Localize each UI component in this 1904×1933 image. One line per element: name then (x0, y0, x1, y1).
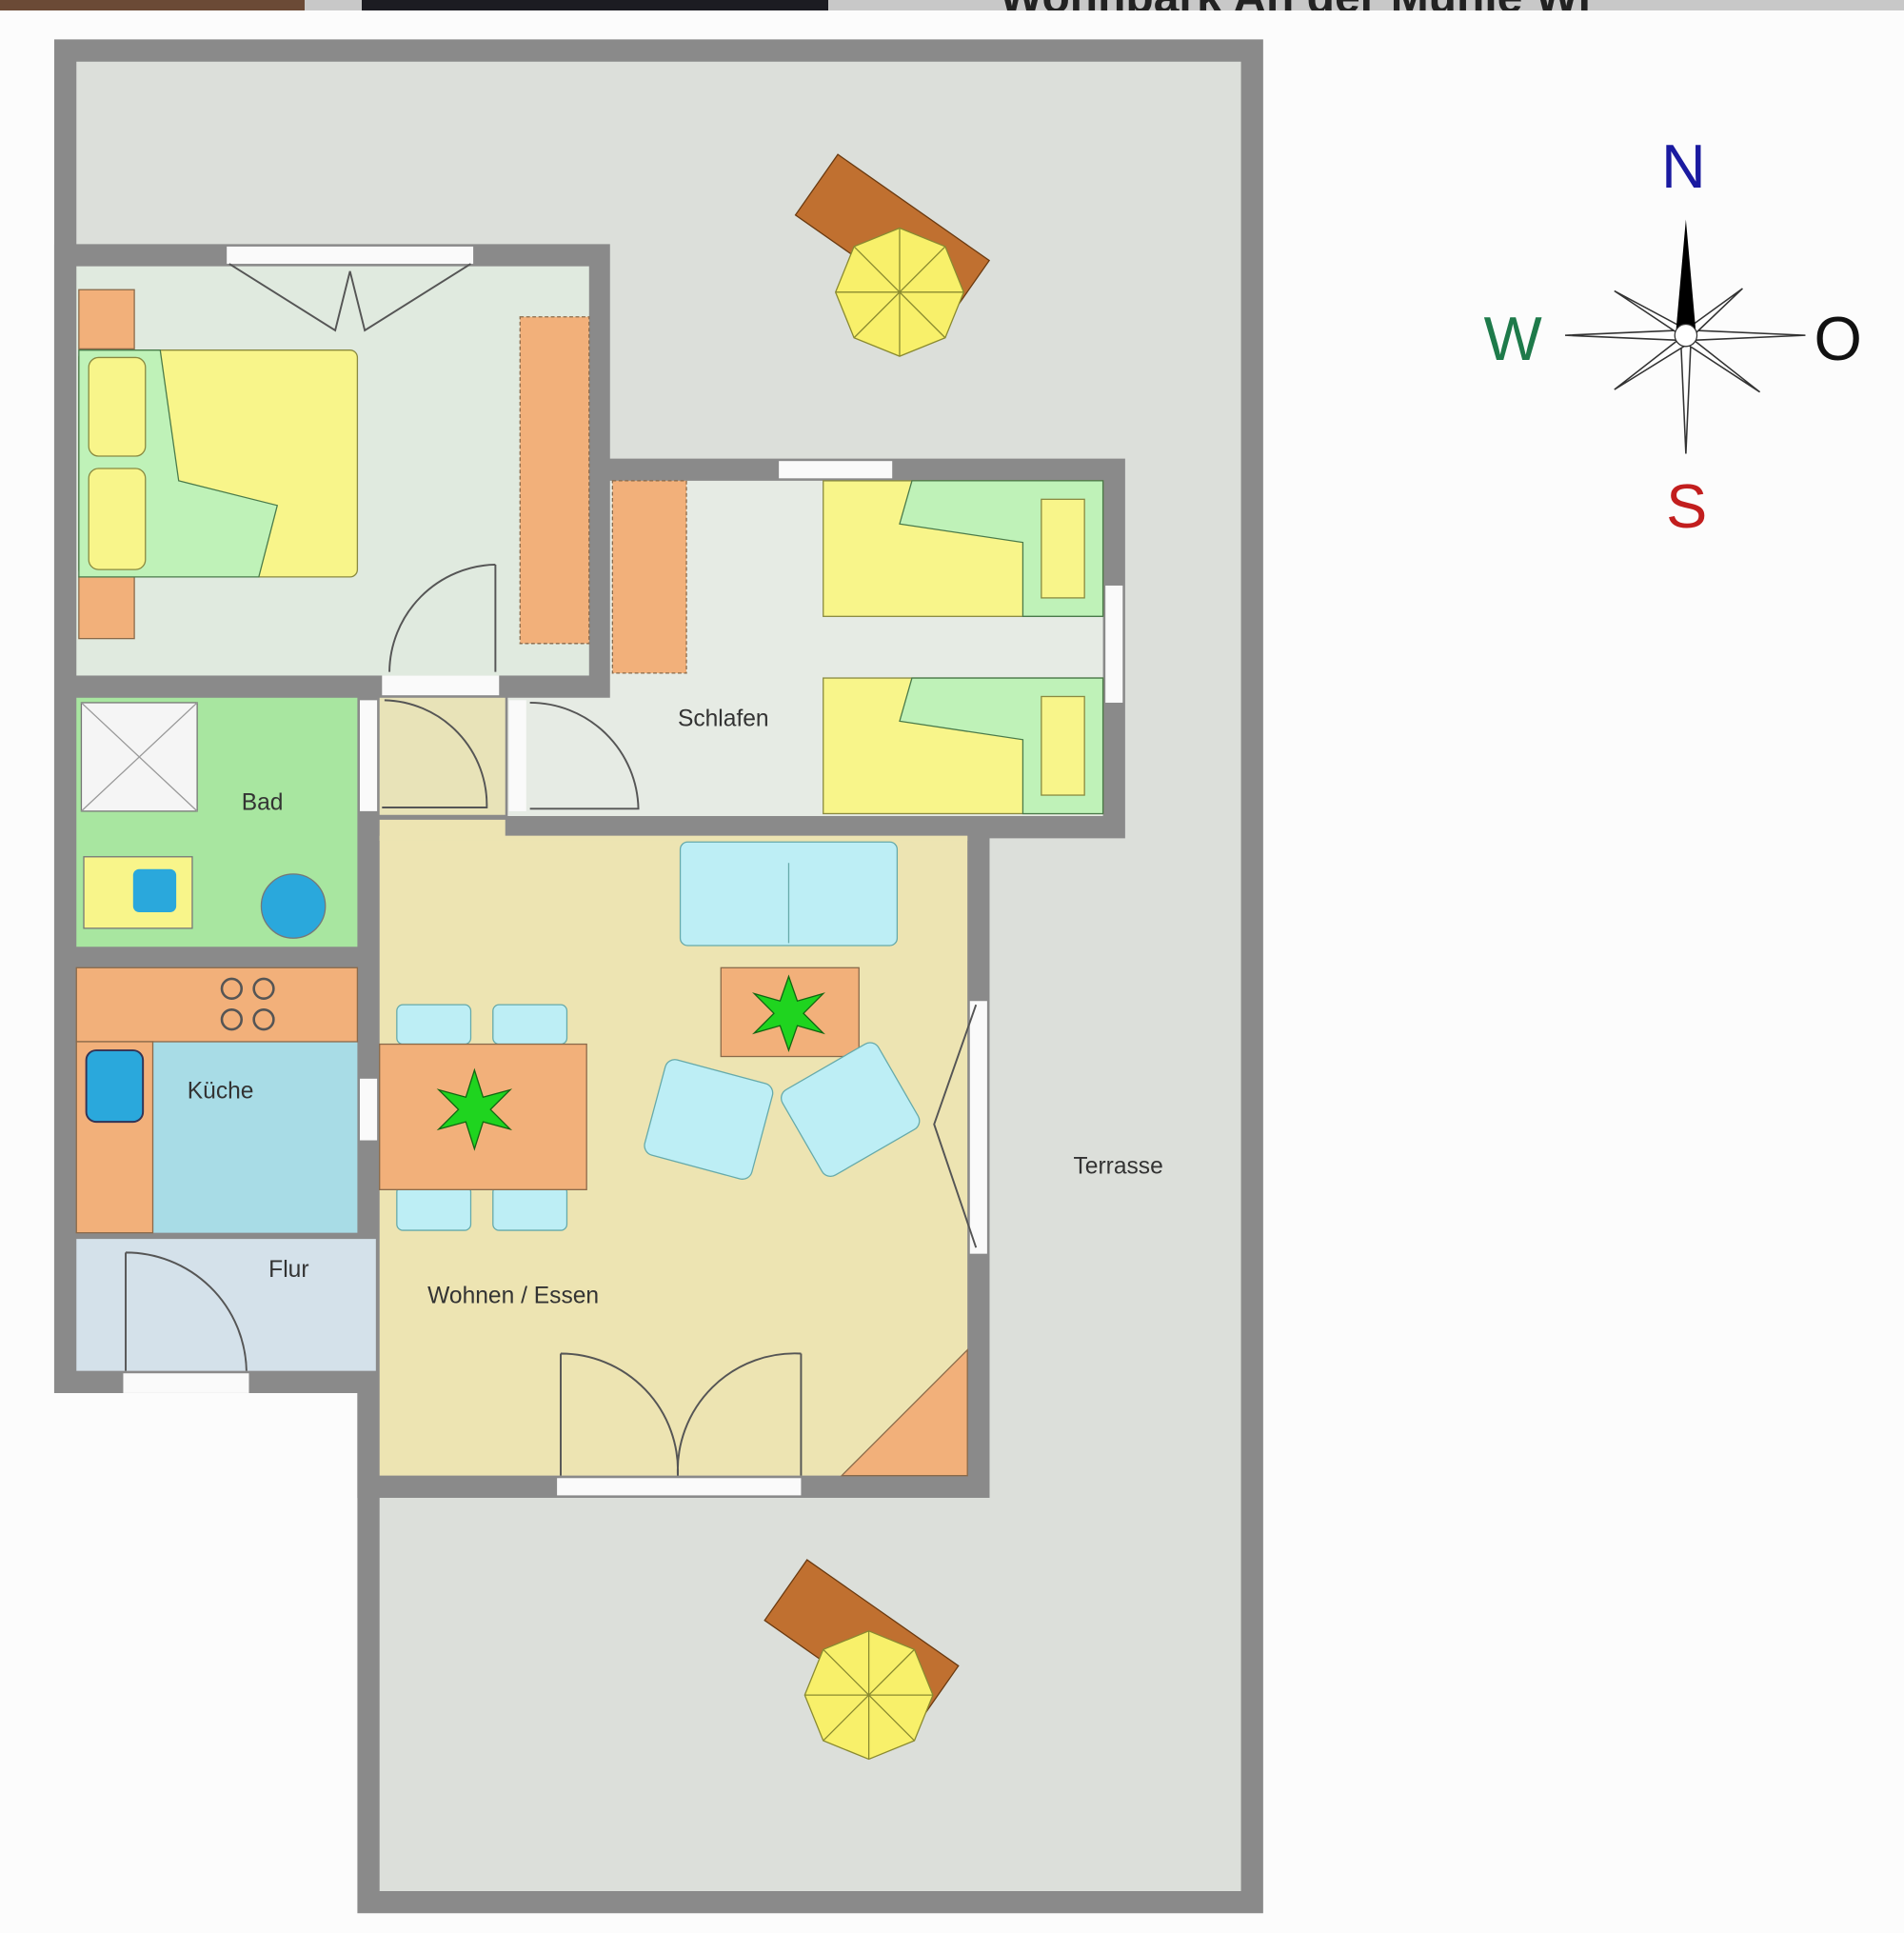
plant-icon (436, 974, 825, 1151)
compass-south-label: S (1666, 471, 1707, 541)
sink-icon (85, 1049, 145, 1124)
toilet-icon (260, 873, 327, 939)
parasol (834, 227, 964, 357)
room-label-kueche: Küche (188, 1079, 254, 1105)
north-needle (1676, 219, 1696, 330)
shower-icon (80, 702, 198, 812)
compass-rose-icon (1564, 219, 1806, 454)
room-label-schlafen: Schlafen (678, 707, 769, 732)
banner-image-middle (362, 0, 828, 10)
room-label-flur: Flur (268, 1257, 308, 1283)
stove-icon (220, 977, 275, 1031)
washbasin-bowl (132, 868, 177, 913)
corner-cabinet (840, 1348, 968, 1477)
parasol (803, 1630, 934, 1761)
wohnen-top-wall (505, 816, 990, 836)
double-bed (78, 349, 359, 578)
compass-north-label: N (1661, 131, 1706, 201)
armchair (781, 1042, 921, 1178)
banner-image-left (0, 0, 305, 10)
room-label-bad: Bad (242, 790, 284, 816)
hall-floor (379, 697, 506, 815)
windows (123, 246, 1123, 1496)
compass-west-label: W (1484, 304, 1542, 373)
dining-chairs (396, 1004, 568, 1231)
room-label-wohnen: Wohnen / Essen (427, 1283, 599, 1308)
doors (125, 263, 978, 1476)
single-bed (823, 677, 1104, 815)
single-bed (823, 480, 1104, 617)
room-label-terrasse: Terrasse (1074, 1153, 1163, 1179)
nightstand (78, 576, 135, 640)
nightstand (78, 289, 135, 350)
kitchen-counter-top (75, 966, 359, 1043)
wardrobe (611, 480, 687, 674)
wohnen-floor-top (379, 835, 968, 841)
banner-title: Wohnpark An der Mühle Wi (1000, 0, 1591, 10)
armchair (644, 1059, 774, 1180)
compass-east-label: O (1815, 304, 1862, 373)
wardrobe (519, 316, 590, 645)
top-banner: Wohnpark An der Mühle Wi (0, 0, 1904, 10)
